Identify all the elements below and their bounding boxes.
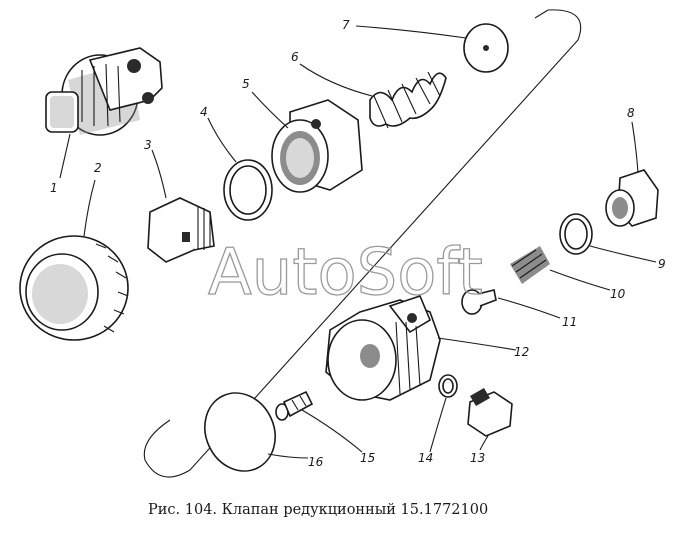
part-12-lower-housing <box>325 295 441 401</box>
leader-lines <box>59 25 657 459</box>
assembly-boundary-outline <box>143 9 582 478</box>
callout-15: 15 <box>360 451 375 465</box>
callout-5: 5 <box>242 77 250 91</box>
part-14-washer <box>438 374 458 398</box>
part-2-ring-nut <box>19 235 129 341</box>
part-4-seal-ring <box>223 159 273 221</box>
part-3-plug <box>147 197 215 263</box>
callout-8: 8 <box>627 106 635 120</box>
callout-14: 14 <box>418 451 433 465</box>
part-11-valve-pin <box>461 289 497 315</box>
part-15-fitting <box>275 390 314 421</box>
callout-1: 1 <box>50 181 58 195</box>
callout-7: 7 <box>342 18 350 32</box>
figure-caption: Рис. 104. Клапан редукционный 15.1772100 <box>148 502 488 518</box>
callout-3: 3 <box>144 138 152 152</box>
part-8-adjusting-screw <box>605 169 659 227</box>
part-6-spring <box>369 71 447 129</box>
part-13-hex-plug <box>467 388 513 437</box>
callout-9: 9 <box>658 257 666 271</box>
callout-16: 16 <box>308 455 324 469</box>
callout-12: 12 <box>514 345 529 359</box>
part-7-diaphragm-disc <box>463 23 509 73</box>
part-1-valve-head <box>45 47 163 136</box>
callout-10: 10 <box>610 287 626 301</box>
part-9-thin-ring <box>559 213 593 255</box>
part-16-large-disc <box>204 392 276 472</box>
assembly-boundary-upper-edge <box>534 9 549 19</box>
callout-4: 4 <box>200 105 208 119</box>
callout-13: 13 <box>470 451 485 465</box>
watermark-text: AutoSoft <box>208 236 483 310</box>
callout-11: 11 <box>562 315 577 329</box>
part-5-valve-seat-body <box>271 99 363 193</box>
callout-2: 2 <box>94 161 102 175</box>
callout-6: 6 <box>291 50 299 64</box>
part-10-small-spring <box>510 246 550 284</box>
